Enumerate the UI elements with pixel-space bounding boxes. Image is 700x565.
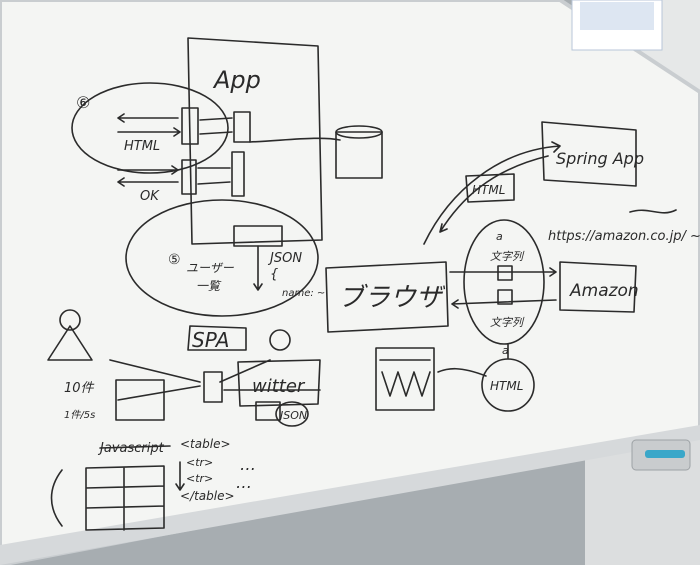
arrow-4 — [117, 177, 179, 187]
spa-label: SPA — [192, 328, 229, 352]
app-box — [187, 37, 323, 245]
html-box-label: HTML — [472, 183, 505, 197]
small-a-top: a — [496, 230, 503, 243]
spring-app-label: Spring App — [556, 149, 644, 168]
json-brace: { — [270, 267, 278, 282]
twitter-user-head — [269, 329, 291, 351]
request-handler-4 — [231, 151, 245, 197]
tr-1: <tr> — [186, 456, 213, 469]
table-arrow — [175, 461, 185, 491]
url-tilde — [629, 209, 677, 214]
timeline-box — [115, 379, 165, 421]
table-open: <table> — [180, 437, 231, 451]
marker — [645, 450, 685, 458]
request-handler-3 — [181, 159, 197, 195]
json-doc — [255, 401, 281, 421]
inner-arrows — [197, 117, 233, 185]
app-label: App — [212, 66, 261, 94]
html-circle-arrow — [437, 367, 487, 377]
arrow-from-spring — [439, 155, 549, 233]
browser-diagram — [325, 121, 677, 412]
table-close: </table> — [180, 489, 235, 503]
response-arrow — [451, 299, 557, 309]
javascript-label: Javascript — [97, 441, 165, 456]
twitter-box — [237, 359, 321, 407]
spa-arrows — [109, 359, 321, 401]
bottom-circle — [125, 199, 319, 317]
browser-box — [325, 261, 449, 333]
packet-2 — [497, 289, 513, 305]
top-left-circle — [71, 82, 229, 174]
moji-label-top: 文字列 — [490, 250, 525, 263]
packet-1 — [497, 265, 513, 281]
arrow-1 — [117, 113, 179, 123]
html-label: HTML — [124, 139, 160, 154]
moji-label-bottom: 文字列 — [490, 316, 525, 329]
arrow-2 — [117, 127, 181, 137]
request-arrow — [449, 267, 557, 277]
user-figure-head — [59, 309, 81, 331]
user-figure-body — [47, 325, 93, 361]
amazon-box — [559, 261, 637, 313]
left-circle-number: ⑥ — [76, 93, 90, 112]
bottom-circle-number: ⑤ — [168, 252, 181, 268]
board-tray — [0, 425, 700, 565]
arrow-to-spring — [423, 141, 561, 245]
javascript-strike — [99, 445, 171, 449]
page-preview-zigzag — [379, 359, 431, 397]
page-preview — [375, 347, 435, 411]
user-list-line1: ユーザー — [186, 261, 235, 275]
app-diagram — [47, 37, 383, 531]
db-arrow — [249, 137, 341, 143]
spring-app-box — [541, 121, 637, 187]
browser-label: ブラウザ — [338, 283, 446, 313]
stack-brace — [50, 469, 63, 527]
json-small-circle — [275, 401, 309, 427]
database — [335, 131, 383, 179]
json-label: JSON — [267, 251, 302, 266]
database-top — [335, 125, 383, 139]
posted-notice-text — [580, 2, 654, 30]
amazon-label: Amazon — [569, 281, 639, 301]
ok-label: OK — [140, 189, 160, 204]
spa-handler — [203, 371, 223, 403]
spa-box — [187, 325, 247, 351]
count-label: 10件 — [64, 381, 95, 396]
ellipsis-1: … — [240, 455, 256, 474]
html-circle-label: HTML — [490, 379, 523, 393]
tr-2: <tr> — [186, 472, 213, 485]
arrow-3 — [117, 165, 179, 175]
request-handler-2 — [233, 111, 251, 143]
interval-label: 1件/5s — [64, 409, 95, 421]
json-small-label: JSON — [278, 409, 307, 422]
table-stack — [85, 465, 165, 531]
user-list-line2: 一覧 — [196, 279, 222, 293]
small-a-bottom: a — [502, 344, 509, 357]
twitter-label: witter — [252, 376, 306, 397]
url-label: https://amazon.co.jp/ ~ — [548, 229, 700, 244]
html-circle — [481, 358, 535, 412]
string-circle — [463, 219, 545, 345]
json-arrow — [253, 245, 263, 291]
request-handler-1 — [181, 107, 199, 145]
json-name: name: ~ — [282, 288, 325, 299]
ellipsis-2: … — [236, 473, 252, 492]
